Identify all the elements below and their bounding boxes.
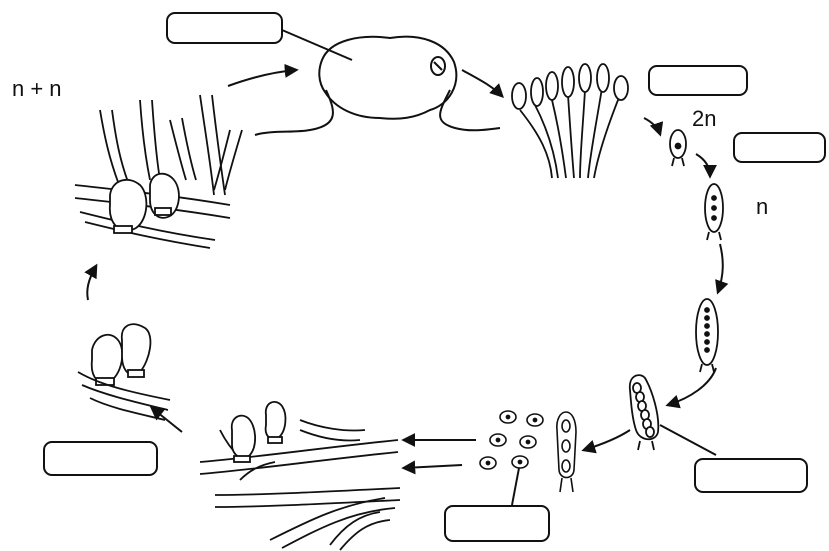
ascus-meiosis (704, 183, 724, 241)
arrow-up-left (84, 263, 98, 301)
ploidy-label-dikaryon: n + n (12, 76, 62, 101)
blank-label-box-ascocarp[interactable] (166, 12, 283, 44)
arrow-to-hymenium (461, 69, 504, 98)
ascospores-released (479, 410, 544, 470)
ascogonium-antheridium (77, 323, 171, 421)
arrow-to-ascocarp (227, 63, 299, 87)
blank-label-box-meiosis[interactable] (733, 132, 826, 163)
ascogonium-top (109, 172, 180, 234)
pointer-line-spore (511, 467, 520, 506)
arrow-to-contact (149, 406, 183, 433)
blank-label-box-spore[interactable] (444, 505, 550, 542)
ploidy-label-diploid: 2n (692, 106, 717, 131)
cycle-arrows (84, 63, 729, 475)
blank-label-box-hyphae[interactable] (43, 441, 158, 476)
ascus-with-ascospores (628, 374, 660, 451)
ascogenous-hyphae (74, 94, 243, 249)
blank-label-box-ascus[interactable] (694, 458, 808, 493)
germinating-spore-tube (556, 411, 577, 493)
ascocarp (254, 35, 501, 136)
blank-label-box-hymenium[interactable] (648, 65, 748, 96)
ascus-eight-nuclei (695, 298, 719, 373)
arrow-to-spores (581, 429, 631, 454)
arrow-to-ascospores (665, 367, 717, 409)
arrow-to-eight-nuclei (715, 243, 729, 295)
hymenium-asci (511, 63, 629, 179)
pointer-line-ascocarp (281, 29, 353, 61)
vegetative-hyphae (199, 419, 401, 551)
arrow-to-hyphae-2 (401, 460, 463, 475)
arrow-to-2n (643, 117, 664, 137)
pointer-line-ascus (659, 424, 717, 456)
ploidy-label-haploid: n (756, 194, 769, 219)
ascus-2n (669, 129, 687, 167)
arrow-to-meiosis (695, 153, 717, 179)
ascogonium-bottom (230, 401, 287, 463)
